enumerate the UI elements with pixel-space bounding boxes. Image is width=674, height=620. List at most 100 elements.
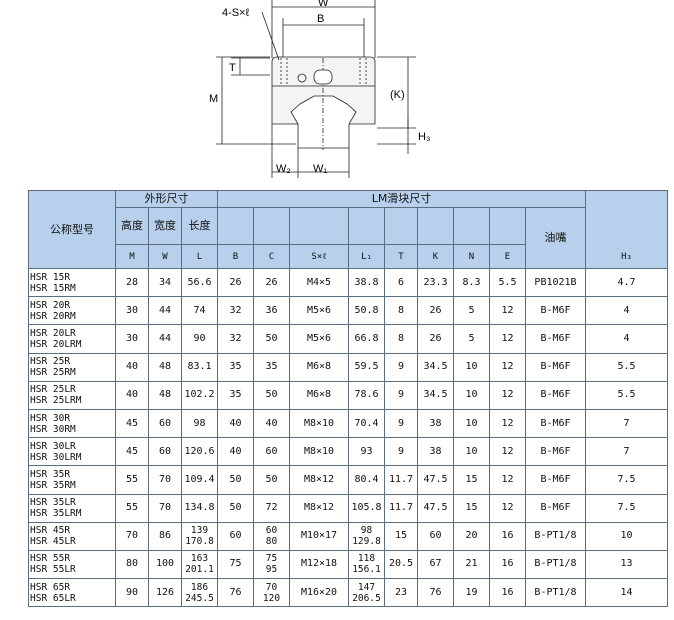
t-label: T — [229, 62, 236, 74]
cell-m: 28 — [115, 267, 149, 298]
model-line: HSR 20RM — [30, 310, 76, 322]
cell-n: 10 — [453, 437, 490, 467]
value-line: 36 — [265, 304, 278, 316]
cell-l: 134.8 — [181, 493, 218, 523]
cell-t: 6 — [384, 267, 418, 298]
cell-m: 30 — [115, 296, 149, 326]
cell-h3: 7 — [585, 408, 669, 439]
width-label: W — [318, 0, 329, 9]
cell-b: 76 — [217, 578, 254, 608]
cell-s: M12×18 — [289, 549, 349, 580]
cell-s: M8×10 — [289, 437, 349, 467]
value-line: 129.8 — [352, 536, 381, 548]
cell-k: 26 — [417, 324, 454, 354]
cell-e: 12 — [489, 493, 526, 523]
value-line: 83.1 — [187, 361, 212, 373]
value-line: 93 — [360, 445, 373, 457]
cell-m: 30 — [115, 324, 149, 354]
cell-k: 34.5 — [417, 352, 454, 382]
cell-l: 56.6 — [181, 267, 218, 298]
value-line: 38.8 — [354, 276, 379, 288]
cell-l1: 93 — [348, 437, 385, 467]
model-line: HSR 35R — [30, 468, 71, 480]
cell-s: M6×8 — [289, 380, 349, 410]
symbol-k: K — [417, 244, 454, 269]
b-label: B — [317, 13, 324, 25]
cell-b: 50 — [217, 465, 254, 495]
symbol-b: B — [217, 244, 254, 269]
value-line: 109.4 — [184, 473, 215, 485]
value-line: 134.8 — [184, 502, 215, 514]
cell-t: 15 — [384, 521, 418, 551]
cell-b: 40 — [217, 437, 254, 467]
cell-nipple: B-M6F — [524, 465, 587, 495]
cell-c: 50 — [253, 465, 290, 495]
cell-m: 40 — [115, 380, 149, 410]
value-line: 120 — [262, 592, 281, 604]
value-line: 120.6 — [184, 445, 215, 457]
model-line: HSR 20LR — [30, 327, 76, 339]
outer-dimensions-header: 外形尺寸 — [115, 190, 218, 208]
cell-w: 70 — [148, 465, 182, 495]
value-line: 105.8 — [351, 502, 382, 514]
cell-c: 35 — [253, 352, 290, 382]
cell-t: 9 — [384, 352, 418, 382]
cell-e: 5.5 — [489, 267, 526, 298]
cell-s: M10×17 — [289, 521, 349, 551]
cell-h3: 4 — [585, 324, 669, 354]
value-line: 95 — [265, 564, 278, 576]
cell-c: 36 — [253, 296, 290, 326]
cell-k: 34.5 — [417, 380, 454, 410]
cell-e: 12 — [489, 324, 526, 354]
lm-guide-cross-section-drawing: 4-S×ℓ W B T M (K) H₃ W₂ W₁ — [209, 0, 430, 178]
symbol-t: T — [384, 244, 418, 269]
cell-e: 12 — [489, 296, 526, 326]
cell-b: 75 — [217, 549, 254, 580]
cell-n: 15 — [453, 493, 490, 523]
value-line: 59.5 — [354, 361, 379, 373]
model-line: HSR 15RM — [30, 282, 76, 294]
cell-e: 16 — [489, 549, 526, 580]
cell-k: 67 — [417, 549, 454, 580]
cell-e: 16 — [489, 521, 526, 551]
cell-l1: 59.5 — [348, 352, 385, 382]
model-line: HSR 55LR — [30, 564, 76, 576]
cell-nipple: B-M6F — [524, 493, 587, 523]
cell-h3: 4.7 — [585, 267, 669, 298]
cell-w: 60 — [148, 437, 182, 467]
cell-l1: 78.6 — [348, 380, 385, 410]
cell-s: M6×8 — [289, 352, 349, 382]
value-line: 163 — [190, 553, 209, 565]
value-line: 50 — [265, 332, 278, 344]
value-line: 90 — [193, 332, 206, 344]
hole-label: 4-S×ℓ — [222, 7, 250, 19]
cell-m: 70 — [115, 521, 149, 551]
cell-n: 10 — [453, 380, 490, 410]
cell-h3: 5.5 — [585, 352, 669, 382]
cell-c: 50 — [253, 380, 290, 410]
cell-nipple: B-M6F — [524, 296, 587, 326]
cell-k: 47.5 — [417, 465, 454, 495]
value-line: 75 — [265, 553, 278, 565]
cell-m: 80 — [115, 549, 149, 580]
cell-c: 72 — [253, 493, 290, 523]
value-line: 170.8 — [185, 536, 214, 548]
cell-s: M8×12 — [289, 465, 349, 495]
cell-n: 5 — [453, 296, 490, 326]
value-line: 156.1 — [352, 564, 381, 576]
value-line: 60 — [265, 525, 278, 537]
cell-b: 50 — [217, 493, 254, 523]
